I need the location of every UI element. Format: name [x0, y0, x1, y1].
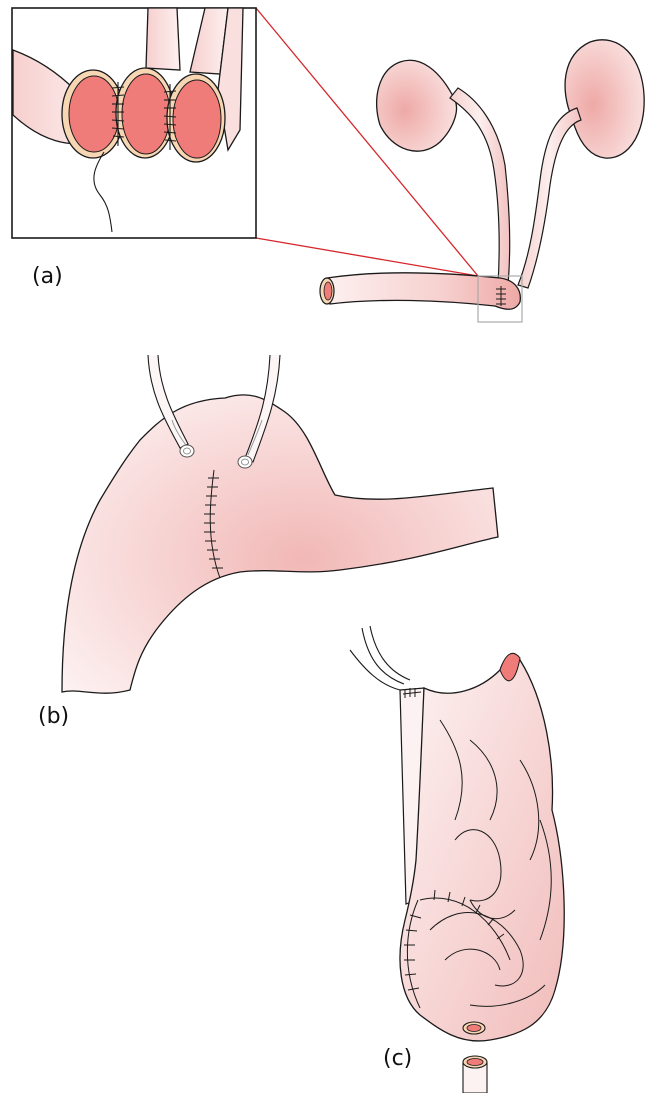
right-ureter: [518, 108, 581, 288]
panel-b: [62, 355, 498, 693]
ileal-conduit: [327, 273, 520, 310]
left-kidney: [377, 60, 457, 151]
right-kidney: [565, 40, 644, 158]
panel-a: [12, 8, 644, 322]
left-ureter: [450, 88, 510, 285]
panel-b-label: (b): [38, 706, 69, 728]
ureters-c: [350, 626, 410, 690]
bladder-reservoir: [62, 395, 498, 693]
panel-a-label: (a): [32, 266, 63, 288]
panel-c: [350, 626, 564, 1093]
callout-line-bottom: [256, 238, 478, 276]
anastomosis-inset: [12, 8, 256, 238]
callout-line-top: [256, 8, 478, 276]
panel-c-label: (c): [383, 1048, 412, 1070]
pouch-bowel: [400, 655, 564, 1041]
